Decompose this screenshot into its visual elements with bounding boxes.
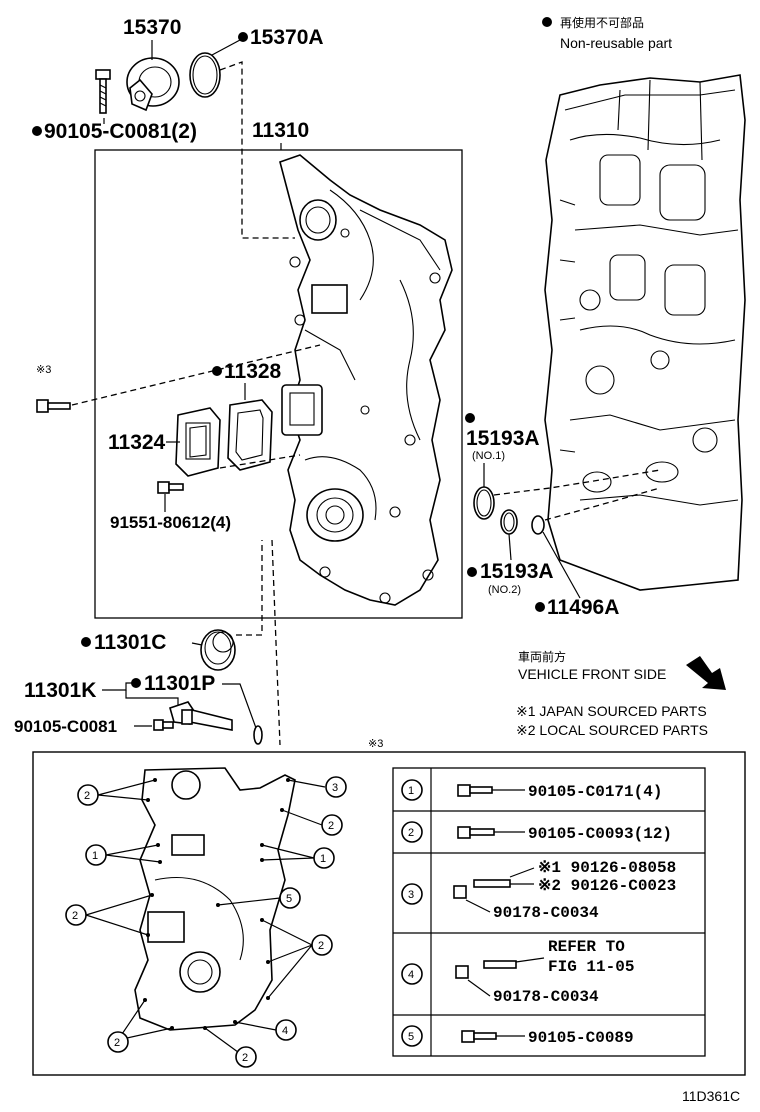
table-part: 90178-C0034 — [493, 988, 599, 1006]
callout-circles: 2 3 2 1 1 2 5 2 2 4 2 — [65, 776, 347, 1068]
bolt-ref-3 — [36, 399, 71, 413]
svg-text:5: 5 — [408, 1031, 414, 1043]
front-jp: 車両前方 — [518, 649, 566, 664]
cover-outline — [134, 767, 296, 1031]
table-row: 1 90105-C0171(4) — [401, 779, 662, 801]
svg-text:1: 1 — [320, 853, 326, 865]
non-reusable-dot-icon — [131, 678, 141, 688]
table-part: ※2 90126-C0023 — [538, 877, 676, 895]
detail-title: ※3 — [368, 738, 383, 750]
bolt-90105-c0081 — [95, 69, 111, 114]
part-90105-c0081: 90105-C0081 — [14, 717, 117, 736]
svg-text:2: 2 — [408, 827, 414, 839]
svg-text:2: 2 — [328, 820, 334, 832]
part-15193A-no1: 15193A — [466, 427, 540, 450]
detail-box — [32, 751, 746, 1076]
table-ref: REFER TO — [548, 938, 625, 956]
part-11301K: 11301K — [24, 679, 96, 702]
front-arrow-icon — [686, 656, 726, 690]
svg-text:1: 1 — [92, 850, 98, 862]
svg-text:2: 2 — [242, 1052, 248, 1064]
part-11301P: 11301P — [144, 672, 215, 695]
part-15370A: 15370A — [250, 26, 324, 49]
svg-text:2: 2 — [84, 790, 90, 802]
cover-11324 — [175, 407, 221, 477]
table-part: 90178-C0034 — [493, 904, 599, 922]
fastener-table — [392, 767, 706, 1057]
timing-cover-11310 — [279, 154, 453, 606]
svg-text:2: 2 — [114, 1037, 120, 1049]
part-11496A: 11496A — [547, 596, 619, 619]
non-reusable-dot-icon — [542, 17, 552, 27]
oring-15370A — [189, 52, 221, 98]
svg-text:3: 3 — [332, 782, 338, 794]
no1-label: (NO.1) — [472, 450, 505, 462]
part-15370: 15370 — [123, 16, 181, 39]
part-91551: 91551-80612(4) — [110, 513, 231, 532]
table-part: 90105-C0171(4) — [528, 783, 662, 801]
gasket-11328 — [227, 399, 273, 471]
svg-text:4: 4 — [282, 1025, 288, 1037]
part-11328: 11328 — [224, 360, 282, 383]
ref-3-left: ※3 — [36, 364, 51, 376]
part-11324: 11324 — [108, 431, 166, 454]
svg-text:2: 2 — [72, 910, 78, 922]
table-part: 90105-C0089 — [528, 1029, 634, 1047]
gear-15370 — [126, 57, 180, 112]
table-part: 90105-C0093(12) — [528, 825, 672, 843]
oring-11496A — [531, 515, 545, 535]
non-reusable-dot-icon — [32, 126, 42, 136]
part-11301C: 11301C — [94, 631, 166, 654]
bolt-90105-c0081-single — [153, 719, 174, 731]
sensor-11301K — [169, 701, 233, 731]
part-11310: 11310 — [252, 119, 309, 142]
assembly-box — [94, 149, 463, 619]
non-reusable-dot-icon — [81, 637, 91, 647]
front-en: VEHICLE FRONT SIDE — [518, 666, 666, 682]
callout-leaders — [85, 779, 326, 1056]
svg-text:1: 1 — [408, 785, 414, 797]
svg-text:2: 2 — [318, 940, 324, 952]
non-reusable-dot-icon — [238, 32, 248, 42]
part-15193A-no2: 15193A — [480, 560, 554, 583]
note-japan: ※1 JAPAN SOURCED PARTS — [516, 703, 707, 719]
legend-dot-en: Non-reusable part — [560, 35, 672, 51]
non-reusable-dot-icon — [465, 413, 475, 423]
part-90105-c0081-2: 90105-C0081(2) — [44, 120, 197, 143]
non-reusable-dot-icon — [212, 366, 222, 376]
svg-text:5: 5 — [286, 893, 292, 905]
table-row: 4 REFER TO FIG 11-05 90178-C0034 — [401, 938, 634, 1006]
table-ref: FIG 11-05 — [548, 958, 634, 976]
table-row: 2 90105-C0093(12) — [401, 821, 672, 843]
svg-text:4: 4 — [408, 969, 414, 981]
table-row: 3 ※1 90126-08058 ※2 90126-C0023 90178-C0… — [401, 859, 676, 922]
oring-15193A-no2 — [500, 509, 518, 535]
table-part: ※1 90126-08058 — [538, 859, 676, 877]
legend-dot-jp: 再使用不可部品 — [560, 15, 644, 30]
bolt-91551 — [157, 481, 184, 494]
table-row: 5 90105-C0089 — [401, 1025, 634, 1047]
note-local: ※2 LOCAL SOURCED PARTS — [516, 722, 708, 738]
non-reusable-dot-icon — [535, 602, 545, 612]
no2-label: (NO.2) — [488, 584, 521, 596]
svg-text:3: 3 — [408, 889, 414, 901]
figure-id: 11D361C — [682, 1088, 740, 1104]
non-reusable-dot-icon — [467, 567, 477, 577]
engine-block — [544, 74, 746, 591]
